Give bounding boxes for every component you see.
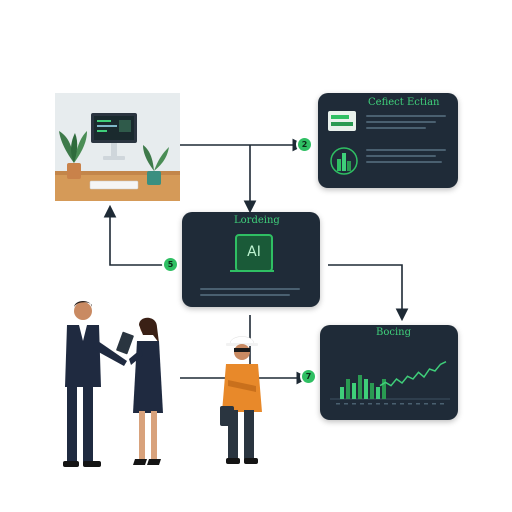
ai-chip-label: AI — [247, 244, 261, 260]
results-tick — [416, 403, 420, 405]
bar-chart-icon — [330, 147, 358, 175]
results-bar — [382, 379, 386, 399]
results-bar — [376, 387, 380, 399]
results-tick — [360, 403, 364, 405]
results-chart — [330, 360, 450, 405]
report-card — [328, 111, 356, 131]
plant-icon — [59, 131, 87, 179]
arrow-processing-to-desk — [103, 204, 165, 266]
results-tick — [368, 403, 372, 405]
results-panel: Bocing — [320, 325, 458, 420]
results-bar — [340, 387, 344, 399]
worker-icon — [220, 336, 262, 464]
results-panel-title: Bocing — [376, 327, 412, 338]
arrow-processing-to-results — [328, 264, 409, 322]
results-tick — [440, 403, 444, 405]
results-tick — [384, 403, 388, 405]
results-tick — [336, 403, 340, 405]
step-badge-2: 2 — [298, 138, 311, 151]
step-badge-5: 5 — [164, 258, 177, 271]
ai-chip-icon: AI — [235, 234, 273, 272]
results-bar — [364, 379, 368, 399]
results-tick — [352, 403, 356, 405]
processing-panel: Lordeing AI — [182, 212, 320, 307]
business-people-icon — [63, 301, 163, 467]
results-bar — [370, 383, 374, 399]
results-tick — [424, 403, 428, 405]
report-panel-title: Cefiect Ectian — [368, 97, 440, 108]
desk-computer-icon — [55, 93, 180, 201]
step-badge-7: 7 — [302, 370, 315, 383]
report-panel: Cefiect Ectian — [318, 93, 458, 188]
results-tick — [376, 403, 380, 405]
line-chart-icon — [379, 360, 447, 387]
results-bar — [346, 379, 350, 399]
results-tick — [408, 403, 412, 405]
processing-panel-title: Lordeing — [234, 215, 280, 226]
results-bar — [358, 375, 362, 399]
results-bar — [352, 383, 356, 399]
desk-illustration — [55, 93, 180, 201]
results-tick — [400, 403, 404, 405]
results-tick — [392, 403, 396, 405]
results-tick — [432, 403, 436, 405]
results-tick — [344, 403, 348, 405]
